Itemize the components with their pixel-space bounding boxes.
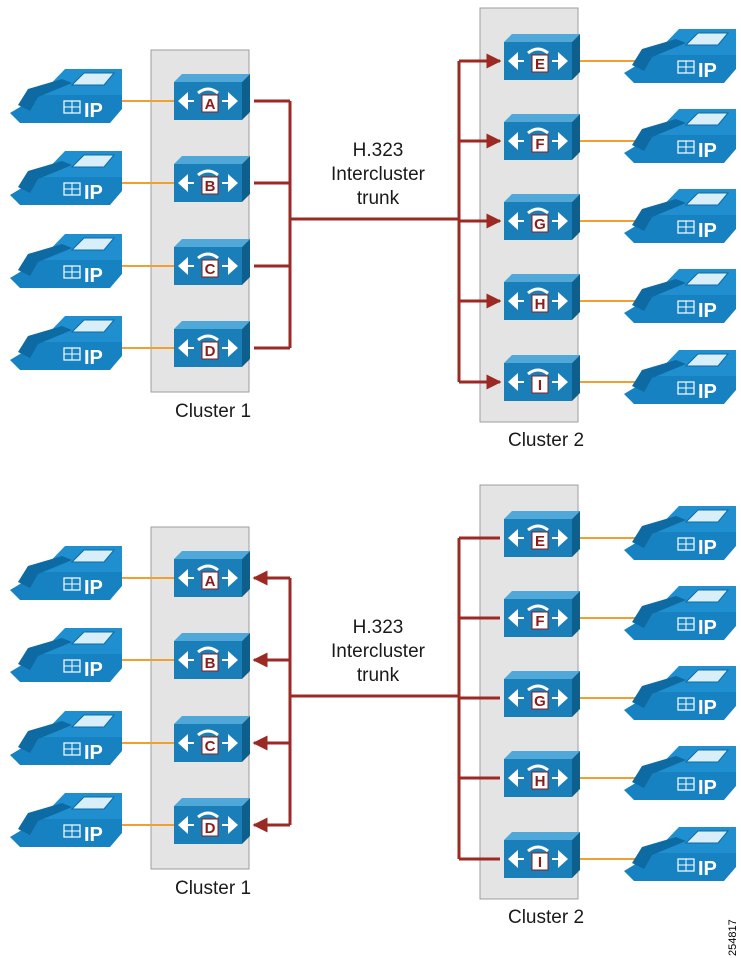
- device-letter: I: [538, 377, 542, 394]
- ip-phone-icon-F: IP: [624, 586, 736, 640]
- call-manager-icon-A: A: [174, 551, 250, 597]
- call-manager-icon-D: D: [174, 798, 250, 844]
- call-manager-icon-E: E: [504, 511, 580, 557]
- call-manager-icon-B: B: [174, 633, 250, 679]
- ip-label: IP: [84, 659, 103, 681]
- call-manager-icon-D: D: [174, 321, 250, 367]
- ip-phone-icon-H: IP: [624, 746, 736, 800]
- device-letter: B: [205, 655, 216, 672]
- device-letter: A: [205, 96, 216, 113]
- ip-label: IP: [698, 777, 717, 799]
- call-manager-icon-C: C: [174, 239, 250, 285]
- trunk-label-line: Intercluster: [331, 164, 426, 185]
- device-letter: H: [535, 296, 546, 313]
- ip-phone-icon-E: IP: [624, 29, 736, 83]
- device-letter: C: [205, 261, 216, 278]
- call-manager-icon-C: C: [174, 716, 250, 762]
- trunk-label-line: trunk: [357, 188, 400, 209]
- call-manager-icon-H: H: [504, 751, 580, 797]
- ip-phone-icon-A: IP: [10, 69, 122, 123]
- diagram-bottom: A B C D E F G H I IP IP IP IP IP IP IP IP IP H.323Interclu…: [10, 484, 736, 928]
- cluster-1-label: Cluster 1: [175, 401, 251, 422]
- device-letter: I: [538, 854, 542, 871]
- device-letter: G: [534, 693, 546, 710]
- trunk-label-line: H.323: [353, 617, 404, 638]
- ip-phone-icon-G: IP: [624, 666, 736, 720]
- ip-label: IP: [698, 697, 717, 719]
- device-letter: C: [205, 738, 216, 755]
- call-manager-icon-G: G: [504, 194, 580, 240]
- ip-phone-icon-C: IP: [10, 711, 122, 765]
- device-letter: H: [535, 773, 546, 790]
- device-letter: D: [205, 820, 216, 837]
- ip-label: IP: [698, 858, 717, 880]
- cluster-2-label: Cluster 2: [508, 430, 584, 451]
- trunk-label-line: H.323: [353, 140, 404, 161]
- ip-label: IP: [84, 824, 103, 846]
- trunk-label-line: trunk: [357, 665, 400, 686]
- device-letter: E: [535, 56, 545, 73]
- ip-phone-icon-D: IP: [10, 793, 122, 847]
- cluster-2-label: Cluster 2: [508, 907, 584, 928]
- ip-label: IP: [698, 60, 717, 82]
- ip-label: IP: [698, 220, 717, 242]
- ip-label: IP: [84, 347, 103, 369]
- ip-phone-icon-D: IP: [10, 316, 122, 370]
- device-letter: E: [535, 533, 545, 550]
- ip-label: IP: [698, 300, 717, 322]
- ip-label: IP: [84, 577, 103, 599]
- ip-label: IP: [698, 617, 717, 639]
- device-letter: A: [205, 573, 216, 590]
- device-letter: D: [205, 343, 216, 360]
- call-manager-icon-A: A: [174, 74, 250, 120]
- device-letter: G: [534, 216, 546, 233]
- ip-phone-icon-B: IP: [10, 151, 122, 205]
- device-letter: F: [535, 613, 544, 630]
- call-manager-icon-F: F: [504, 114, 580, 160]
- ip-phone-icon-E: IP: [624, 506, 736, 560]
- ip-phone-icon-G: IP: [624, 189, 736, 243]
- ip-phone-icon-I: IP: [624, 350, 736, 404]
- ip-label: IP: [84, 265, 103, 287]
- ip-label: IP: [84, 742, 103, 764]
- call-manager-icon-G: G: [504, 671, 580, 717]
- device-letter: B: [205, 178, 216, 195]
- ip-phone-icon-A: IP: [10, 546, 122, 600]
- ip-phone-icon-C: IP: [10, 234, 122, 288]
- ip-phone-icon-B: IP: [10, 628, 122, 682]
- ip-label: IP: [698, 140, 717, 162]
- call-manager-icon-H: H: [504, 274, 580, 320]
- ip-label: IP: [698, 537, 717, 559]
- ip-phone-icon-I: IP: [624, 827, 736, 881]
- call-manager-icon-F: F: [504, 591, 580, 637]
- figure-id: 254817: [727, 919, 739, 956]
- trunk-label-line: Intercluster: [331, 641, 426, 662]
- cluster-1-label: Cluster 1: [175, 878, 251, 899]
- call-manager-icon-B: B: [174, 156, 250, 202]
- call-manager-icon-I: I: [504, 832, 580, 878]
- call-manager-icon-E: E: [504, 34, 580, 80]
- ip-label: IP: [84, 100, 103, 122]
- diagram-top: A B C D E F G H I IP IP IP IP IP IP IP IP IP H.323Interclu…: [10, 7, 736, 451]
- device-letter: F: [535, 136, 544, 153]
- ip-phone-icon-F: IP: [624, 109, 736, 163]
- call-manager-icon-I: I: [504, 355, 580, 401]
- ip-label: IP: [84, 182, 103, 204]
- ip-label: IP: [698, 381, 717, 403]
- ip-phone-icon-H: IP: [624, 269, 736, 323]
